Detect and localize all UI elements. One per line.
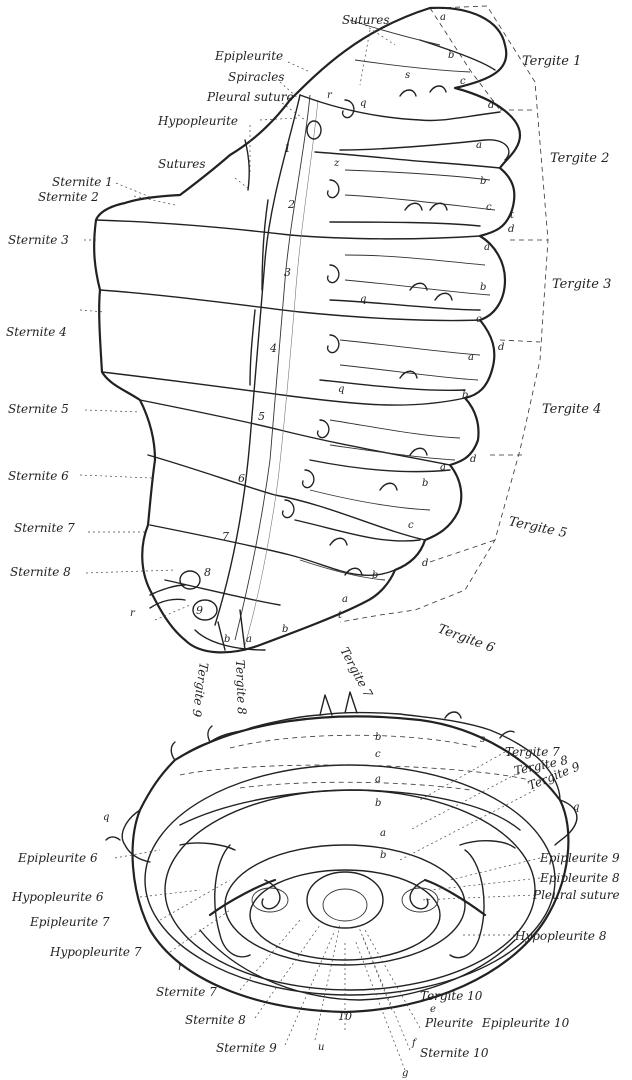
letter-a5: a — [440, 462, 446, 473]
label-sternite-1: Sternite 1 — [52, 175, 113, 189]
letter-c: c — [460, 76, 466, 87]
label-epipleurite-8: Epipleurite 8 — [539, 871, 620, 885]
letter-a-tail: a — [246, 634, 252, 645]
upper-labels: Sutures Epipleurite Spiracles Pleural su… — [6, 12, 611, 718]
lower-letter-c: c — [375, 749, 381, 760]
label-tergite-6: Tergite 6 — [436, 622, 497, 656]
label-tergite-1: Tergite 1 — [522, 54, 581, 69]
letter-c5: c — [408, 520, 414, 531]
label-sternite-5: Sternite 5 — [8, 402, 69, 416]
lower-letter-b: b — [375, 732, 381, 743]
label-pleural-suture: Pleural suture — [206, 90, 294, 104]
label-sternite-7: Sternite 7 — [14, 521, 75, 535]
label-tergite-7-upper: Tergite 7 — [337, 645, 375, 700]
letter-z: z — [333, 158, 340, 169]
label-sternite-10: Sternite 10 — [420, 1046, 489, 1060]
letter-d6: d — [422, 558, 428, 569]
lower-letter-r: r — [178, 962, 184, 973]
segment-num-1: 1 — [284, 142, 291, 155]
lower-letter-a2: a — [380, 828, 386, 839]
letter-a2: a — [476, 140, 482, 151]
label-tergite-2: Tergite 2 — [550, 151, 609, 166]
segment-num-2: 2 — [287, 198, 295, 211]
label-tergite-10: Tergite 10 — [420, 989, 483, 1003]
label-epipleurite-7: Epipleurite 7 — [29, 915, 110, 929]
label-epipleurite-9: Epipleurite 9 — [539, 851, 620, 865]
lower-letter-q-right: q — [573, 802, 579, 813]
label-tergite-8-upper: Tergite 8 — [233, 660, 249, 716]
segment-num-9: 9 — [196, 604, 203, 617]
lower-letter-a: a — [375, 774, 381, 785]
label-sternite-9-lower: Sternite 9 — [216, 1041, 277, 1055]
letter-a6: a — [342, 594, 348, 605]
letter-b3: b — [480, 282, 486, 293]
letter-a: a — [440, 12, 446, 23]
label-tergite-9-upper: Tergite 9 — [189, 662, 211, 719]
letter-q4: q — [338, 384, 344, 395]
label-spiracles: Spiracles — [228, 70, 284, 84]
letter-b6: b — [372, 570, 378, 581]
letter-d2: d — [508, 224, 514, 235]
label-epipleurite-10: Epipleurite 10 — [481, 1016, 570, 1030]
letter-b-tail2: b — [282, 624, 288, 635]
lower-letter-s: s — [480, 734, 485, 745]
lower-labels: Tergite 7 Tergite 8 Tergite 9 Epipleurit… — [11, 732, 620, 1079]
letter-c2: c — [486, 202, 492, 213]
letter-b4: b — [462, 390, 468, 401]
label-epipleurite: Epipleurite — [214, 49, 283, 63]
label-hypopleurite-7: Hypopleurite 7 — [49, 945, 142, 959]
letter-b5: b — [422, 478, 428, 489]
letter-t: t — [510, 210, 515, 221]
label-hypopleurite-6: Hypopleurite 6 — [11, 890, 104, 904]
label-center-10: 10 — [338, 1010, 352, 1023]
lower-letter-u: u — [318, 1042, 324, 1053]
letter-q: q — [360, 98, 366, 109]
label-sternite-8: Sternite 8 — [10, 565, 71, 579]
lower-letter-b3: b — [380, 850, 386, 861]
lower-letter-b2: b — [375, 798, 381, 809]
label-pleurite: Pleurite — [424, 1016, 473, 1030]
segment-num-3: 3 — [284, 266, 291, 279]
label-hypopleurite: Hypopleurite — [157, 114, 238, 128]
segment-num-7: 7 — [222, 530, 229, 543]
label-sutures-top: Sutures — [342, 13, 390, 27]
segment-num-5: 5 — [258, 410, 265, 423]
letter-c3: c — [476, 314, 482, 325]
letter-b: b — [448, 50, 454, 61]
letter-d5: d — [470, 454, 476, 465]
label-tergite-4: Tergite 4 — [542, 402, 601, 417]
letter-d: d — [488, 100, 494, 111]
lower-letter-q-left: q — [103, 812, 109, 823]
label-sternite-8-lower: Sternite 8 — [185, 1013, 246, 1027]
larva-lateral-view — [80, 6, 548, 652]
label-sternite-3: Sternite 3 — [8, 233, 69, 247]
label-hypopleurite-8: Hypopleurite 8 — [514, 929, 607, 943]
letter-b2: b — [480, 176, 486, 187]
letter-d3: d — [498, 342, 504, 353]
lower-letter-f: f — [411, 1038, 418, 1049]
label-pleural-suture-lower: Pleural suture — [532, 888, 620, 902]
letter-b-tail: b — [224, 634, 230, 645]
label-sternite-6: Sternite 6 — [8, 469, 69, 483]
label-sternite-7-lower: Sternite 7 — [156, 985, 217, 999]
label-epipleurite-6: Epipleurite 6 — [17, 851, 98, 865]
label-sternite-4: Sternite 4 — [6, 325, 67, 339]
segment-num-8: 8 — [204, 566, 211, 579]
segment-num-4: 4 — [269, 342, 277, 355]
label-tergite-3: Tergite 3 — [552, 277, 611, 292]
letter-a3: a — [484, 242, 490, 253]
letter-a4: a — [468, 352, 474, 363]
segment-num-6: 6 — [238, 472, 245, 485]
label-tergite-5: Tergite 5 — [507, 514, 568, 541]
letter-r-tail: r — [130, 608, 136, 619]
label-sutures-mid: Sutures — [158, 157, 206, 171]
letter-r: r — [327, 90, 333, 101]
lower-letter-e: e — [430, 1004, 436, 1015]
letter-s: s — [405, 70, 410, 81]
lower-letter-g: g — [402, 1068, 408, 1079]
label-sternite-2: Sternite 2 — [38, 190, 99, 204]
letter-q3: q — [360, 294, 366, 305]
